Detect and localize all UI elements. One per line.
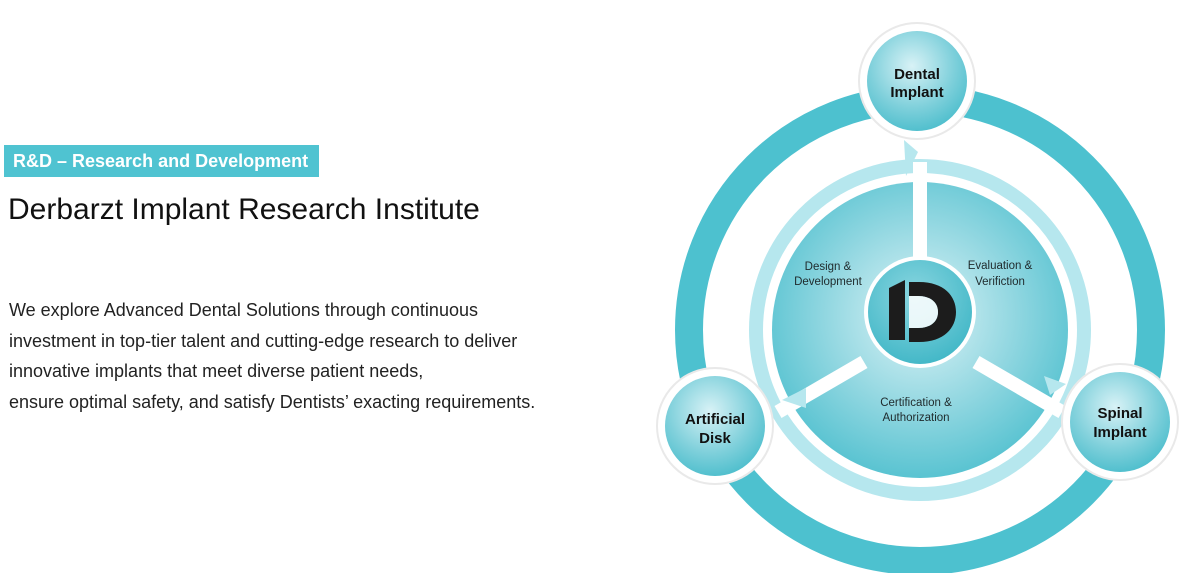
research-cycle-diagram: Dental Implant Spinal Implant Artificial… (640, 0, 1200, 573)
node-artificial-disk: Artificial Disk (656, 367, 774, 485)
arrow-right-icon (1044, 376, 1066, 395)
stage-design-line1: Design & (805, 261, 852, 273)
node-spinal-line2: Implant (1093, 424, 1146, 441)
page-title: Derbarzt Implant Research Institute (8, 193, 480, 226)
description-line: ensure optimal safety, and satisfy Denti… (9, 391, 536, 412)
rd-section: R&D – Research and Development Derbarzt … (4, 145, 639, 417)
rd-badge: R&D – Research and Development (4, 145, 320, 177)
stage-dividers (774, 162, 1066, 419)
stage-evaluation-line2: Verifiction (975, 276, 1025, 288)
stage-certification-line1: Certification & (880, 397, 952, 409)
node-disk-line1: Artificial (685, 411, 745, 428)
node-dental-line2: Implant (890, 84, 943, 101)
stage-design-line2: Development (794, 276, 863, 288)
derbarzt-logo-icon (889, 280, 956, 342)
description-line: investment in top-tier talent and cuttin… (9, 330, 518, 351)
description: We explore Advanced Dental Solutions thr… (9, 295, 639, 417)
cycle-svg: Dental Implant Spinal Implant Artificial… (656, 22, 1179, 573)
stage-certification: Certification & Authorization (880, 397, 952, 424)
node-disk-line2: Disk (699, 430, 731, 447)
stage-evaluation: Evaluation & Verifiction (968, 260, 1033, 288)
stage-design: Design & Development (794, 261, 863, 288)
description-line: We explore Advanced Dental Solutions thr… (9, 300, 478, 320)
node-dental-line1: Dental (894, 66, 940, 83)
stage-evaluation-line1: Evaluation & (968, 260, 1033, 272)
node-dental-implant: Dental Implant (858, 22, 976, 140)
stage-certification-line2: Authorization (882, 412, 949, 424)
node-spinal-line1: Spinal (1097, 405, 1142, 422)
node-spinal-implant: Spinal Implant (1061, 363, 1179, 481)
description-line: innovative implants that meet diverse pa… (9, 361, 424, 381)
arrow-left-icon (782, 388, 806, 408)
arrow-top-icon (904, 140, 918, 176)
